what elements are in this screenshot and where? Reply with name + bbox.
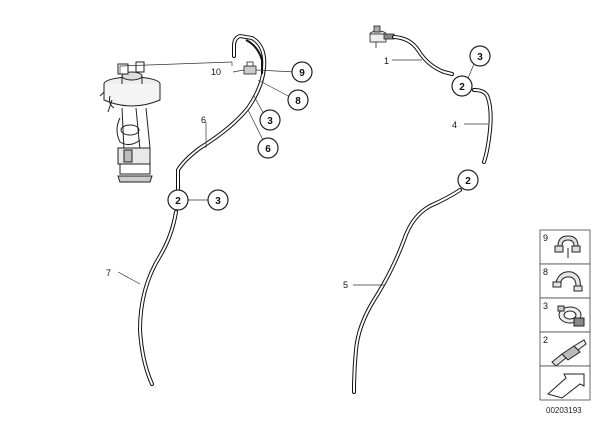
- callout-8a[interactable]: 8: [287, 89, 309, 111]
- label-10[interactable]: 10: [211, 67, 221, 77]
- legend-item-3[interactable]: 3: [539, 297, 591, 333]
- svg-text:6: 6: [265, 144, 271, 155]
- label-1[interactable]: 1: [384, 56, 389, 66]
- callout-3c[interactable]: 3: [469, 45, 491, 67]
- hose-5[interactable]: [352, 188, 462, 394]
- svg-text:3: 3: [477, 52, 483, 63]
- svg-text:3: 3: [215, 196, 221, 207]
- label-4[interactable]: 4: [452, 120, 457, 130]
- spring-clamp-icon: [557, 305, 585, 327]
- callout-2b[interactable]: 2: [451, 75, 473, 97]
- legend-item-9[interactable]: 9: [539, 229, 591, 265]
- hose-6[interactable]: [176, 33, 267, 192]
- leader-lines: [117, 59, 488, 286]
- hose-7[interactable]: [137, 210, 178, 386]
- legend-item-8[interactable]: 8: [539, 263, 591, 299]
- svg-text:2: 2: [459, 82, 465, 93]
- pump-bracket-lines: [119, 61, 233, 74]
- diagram-code: 00203193: [546, 406, 582, 415]
- svg-text:9: 9: [299, 68, 305, 79]
- label-5[interactable]: 5: [343, 280, 348, 290]
- svg-text:2: 2: [465, 176, 471, 187]
- svg-text:8: 8: [295, 96, 301, 107]
- svg-text:2: 2: [175, 196, 181, 207]
- clamp-icon: [554, 235, 581, 258]
- callout-2c[interactable]: 2: [457, 169, 479, 191]
- connector-icon: [551, 339, 587, 367]
- label-6b[interactable]: 6: [201, 115, 206, 125]
- hose-4[interactable]: [472, 88, 493, 164]
- arrow-icon: [546, 373, 585, 399]
- callout-9a[interactable]: 9: [291, 61, 313, 83]
- callout-2a[interactable]: 2: [167, 189, 189, 211]
- callout-3b[interactable]: 3: [207, 189, 229, 211]
- fuel-pump-assembly[interactable]: [99, 61, 161, 183]
- legend-num-3: 3: [543, 301, 548, 311]
- valve-part-1[interactable]: [369, 25, 395, 48]
- hose-1[interactable]: [392, 35, 454, 76]
- callout-3a[interactable]: 3: [259, 109, 281, 131]
- label-7[interactable]: 7: [106, 268, 111, 278]
- connector-10-part[interactable]: [243, 61, 257, 75]
- legend-num-8: 8: [543, 267, 548, 277]
- svg-text:3: 3: [267, 116, 273, 127]
- legend-num-9: 9: [543, 233, 548, 243]
- legend-num-2: 2: [543, 335, 548, 345]
- hose-clip-icon: [552, 271, 583, 292]
- legend-item-2[interactable]: 2: [539, 331, 591, 367]
- legend-item-arrow[interactable]: [539, 365, 591, 401]
- callout-6a[interactable]: 6: [257, 137, 279, 159]
